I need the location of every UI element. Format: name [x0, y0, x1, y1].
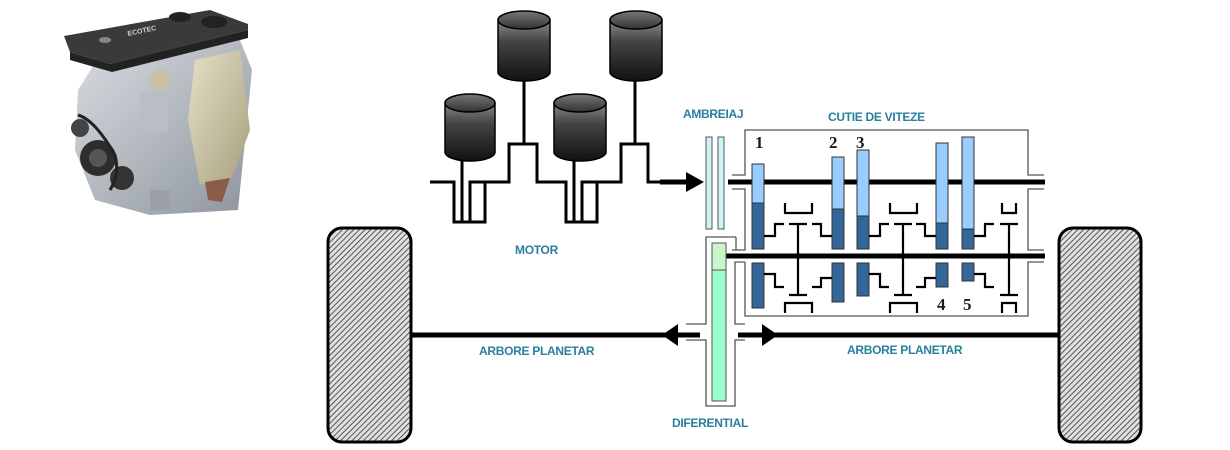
differential-label: DIFERENTIAL: [672, 416, 748, 430]
clutch-plate-1: [705, 136, 713, 230]
gear-lower-3: [856, 262, 870, 297]
synchro-sleeve-top-2: [888, 203, 919, 215]
motor-label: MOTOR: [515, 243, 559, 257]
synchro-sleeve-top-3: [1000, 203, 1018, 215]
dog-step: [812, 276, 832, 289]
axle-right-arrow-icon: [762, 324, 778, 346]
axle-left-label: ARBORE PLANETAR: [479, 344, 595, 358]
drive-axles: ARBORE PLANETAR ARBORE PLANETAR: [410, 324, 1060, 358]
clutch: AMBREIAJ: [683, 107, 744, 230]
synchro-sleeve-bottom-2: [888, 301, 919, 313]
gear-number-4: 4: [937, 295, 946, 314]
synchro-hub-1: [789, 222, 807, 297]
piston-2: [497, 10, 551, 82]
synchro-hub-3: [1000, 222, 1018, 297]
diff-gear-main: [711, 269, 727, 402]
motor-assembly: MOTOR: [430, 10, 704, 257]
diff-gear-top: [711, 242, 727, 271]
dog-step: [916, 276, 936, 289]
gear-lower-1: [751, 262, 765, 309]
axle-left-arrow-icon: [662, 324, 678, 346]
dog-step: [869, 272, 889, 289]
wheel-left: [326, 226, 413, 444]
gear-number-5: 5: [963, 295, 972, 314]
clutch-label: AMBREIAJ: [683, 107, 743, 121]
gear-lower-2: [831, 262, 845, 303]
dog-step: [974, 222, 994, 238]
gearbox-label: CUTIE DE VITEZE: [828, 110, 925, 124]
piston-1: [444, 93, 496, 162]
gear-upper-light-4: [935, 142, 949, 224]
gearbox: CUTIE DE VITEZE: [726, 110, 1045, 317]
dog-step: [764, 222, 784, 238]
gear-upper-light-2: [831, 156, 845, 210]
piston-4: [609, 10, 663, 82]
gear-set: [751, 136, 975, 309]
differential: DIFERENTIAL: [672, 236, 748, 430]
clutch-plate-2: [717, 136, 725, 230]
gear-lower-5: [961, 262, 975, 282]
dog-step: [974, 272, 994, 289]
crankshaft: [430, 180, 487, 224]
gear-number-1: 1: [755, 133, 764, 152]
gear-upper-light-5: [961, 136, 975, 230]
gear-upper-dark-3: [856, 215, 870, 250]
dog-step: [812, 222, 832, 238]
gear-upper-dark-4: [935, 222, 949, 250]
dog-step: [916, 222, 936, 238]
gear-lower-4: [935, 262, 949, 288]
dog-step: [869, 222, 889, 238]
gear-upper-dark-2: [831, 208, 845, 250]
motor-arrow-icon: [686, 172, 704, 192]
gear-number-3: 3: [856, 133, 865, 152]
synchro-sleeve-bottom-3: [1000, 301, 1018, 313]
synchro-sleeve-bottom-1: [783, 301, 814, 313]
gear-number-2: 2: [829, 133, 838, 152]
engine-photo: ECOTEC: [64, 10, 252, 215]
gear-upper-light-3: [856, 149, 870, 217]
dog-step: [764, 272, 784, 289]
gear-upper-dark-1: [751, 202, 765, 250]
gear-upper-light-1: [751, 163, 765, 204]
piston-3: [553, 93, 607, 162]
axle-right-label: ARBORE PLANETAR: [847, 343, 963, 357]
synchronizers: [764, 203, 1018, 313]
synchro-hub-2: [894, 222, 912, 297]
synchro-sleeve-top-1: [783, 203, 814, 215]
gear-upper-dark-5: [961, 228, 975, 250]
wheel-right: [1057, 226, 1143, 444]
